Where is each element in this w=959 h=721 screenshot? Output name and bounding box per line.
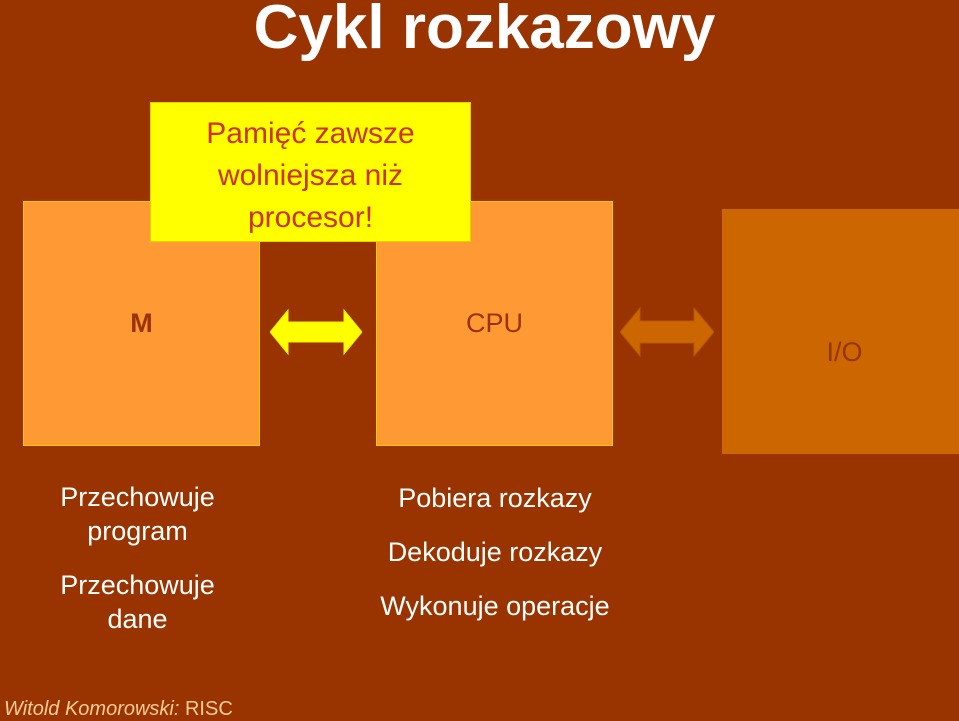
footer: Witold Komorowski: RISC: [4, 698, 233, 721]
double-arrow-icon: [620, 306, 714, 358]
memory-desc-item: Przechowuje program: [60, 482, 215, 546]
cpu-desc-item: Dekoduje rozkazy: [387, 537, 603, 567]
footer-author: Witold Komorowski:: [4, 698, 180, 720]
cpu-description: Pobiera rozkazy Dekoduje rozkazy Wykonuj…: [335, 480, 655, 642]
double-arrow-icon: [270, 308, 362, 356]
slide-title: Cykl rozkazowy: [253, 0, 716, 62]
memory-description: Przechowuje program Przechowuje dane: [30, 480, 245, 656]
callout-line: procesor!: [247, 201, 374, 234]
memory-desc-item: Przechowuje dane: [60, 570, 215, 634]
callout-line: wolniejsza niż: [217, 159, 404, 192]
io-label: I/O: [826, 337, 863, 367]
footer-topic: RISC: [184, 698, 233, 720]
cpu-label: CPU: [465, 308, 523, 338]
callout-note: Pamięć zawsze wolniejsza niż procesor!: [150, 102, 471, 242]
io-box: I/O: [722, 209, 959, 454]
cpu-desc-item: Pobiera rozkazy: [398, 483, 592, 513]
cpu-desc-item: Wykonuje operacje: [380, 591, 610, 621]
memory-label: M: [130, 308, 153, 338]
callout-line: Pamięć zawsze: [206, 117, 415, 150]
